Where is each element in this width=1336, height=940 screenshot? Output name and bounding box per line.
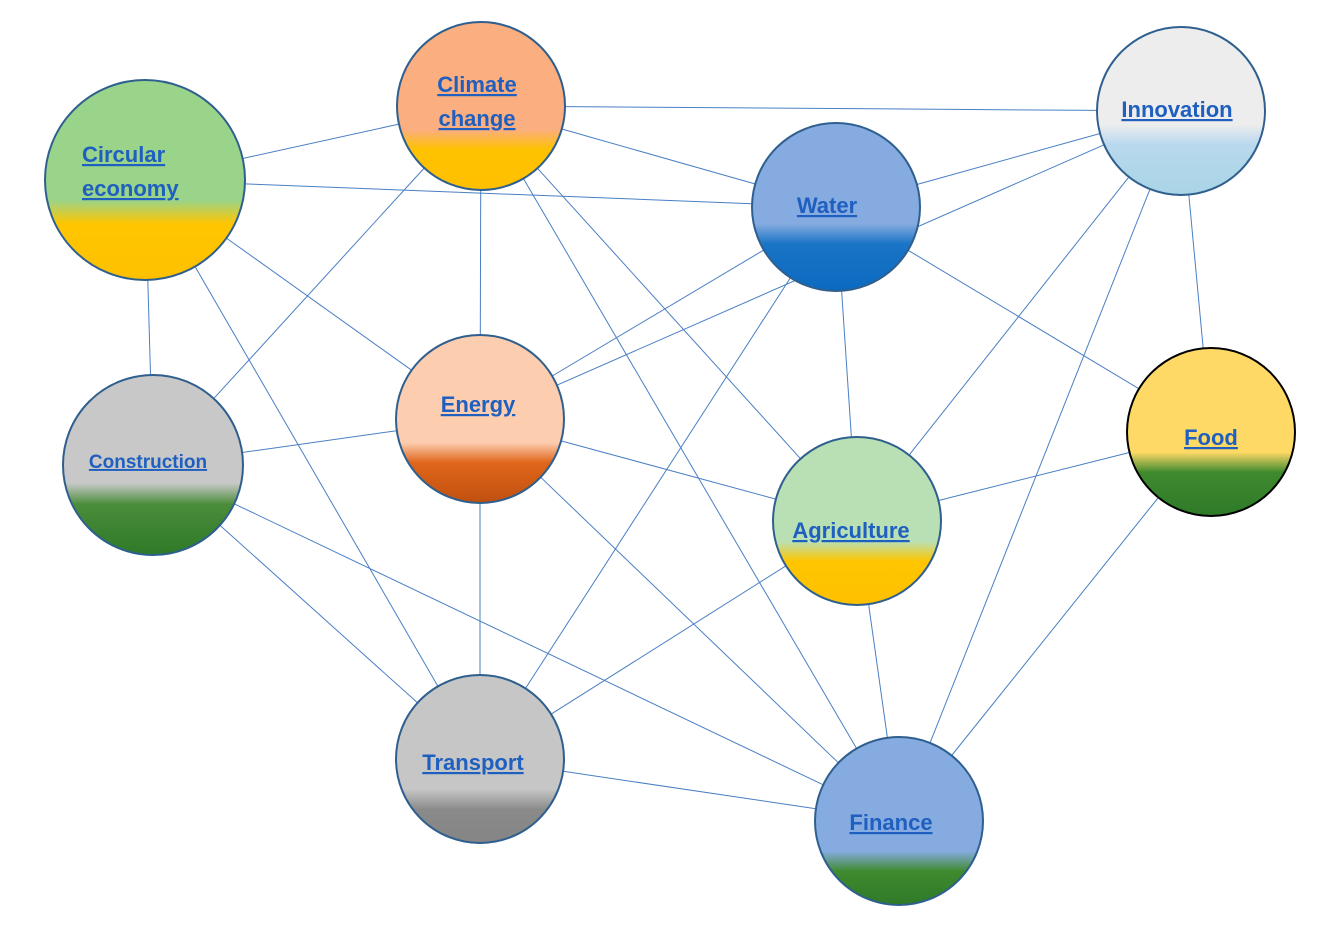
edge-energy-finance — [540, 476, 839, 764]
edge-layer — [147, 106, 1204, 810]
node-label-agriculture[interactable]: Agriculture — [792, 518, 909, 543]
node-label-climate[interactable]: change — [438, 106, 515, 131]
edge-energy-construction — [242, 430, 397, 453]
node-circle-innovation[interactable] — [1096, 26, 1266, 196]
node-construction[interactable]: Construction — [62, 374, 244, 556]
edge-transport-finance — [563, 770, 816, 810]
node-circular[interactable]: Circular economy — [44, 79, 246, 281]
edge-water-innovation — [916, 133, 1101, 185]
node-climate[interactable]: Climate change — [396, 21, 566, 191]
node-agriculture[interactable]: Agriculture — [772, 436, 942, 606]
edge-circular-transport — [194, 266, 439, 687]
node-circle-construction[interactable] — [62, 374, 244, 556]
node-circle-energy[interactable] — [395, 334, 565, 504]
edge-agriculture-finance — [868, 604, 888, 738]
edge-climate-innovation — [564, 106, 1098, 111]
edge-energy-agriculture — [560, 440, 777, 500]
node-label-energy[interactable]: Energy — [441, 392, 516, 417]
edge-climate-finance — [522, 178, 858, 749]
edge-construction-finance — [233, 503, 824, 786]
edge-innovation-agriculture — [908, 176, 1130, 456]
node-energy[interactable]: Energy — [395, 334, 565, 504]
edge-water-transport — [525, 277, 791, 689]
edge-water-agriculture — [841, 290, 852, 438]
node-transport[interactable]: Transport — [395, 674, 565, 844]
node-water[interactable]: Water — [751, 122, 921, 292]
node-finance[interactable]: Finance — [814, 736, 984, 906]
edge-innovation-finance — [929, 188, 1151, 744]
edge-construction-transport — [219, 524, 418, 704]
edge-climate-agriculture — [537, 167, 801, 460]
edge-agriculture-transport — [550, 565, 787, 715]
node-circle-agriculture[interactable] — [772, 436, 942, 606]
node-food[interactable]: Food — [1126, 347, 1296, 517]
edge-innovation-food — [1188, 194, 1204, 349]
node-label-water[interactable]: Water — [797, 193, 858, 218]
edge-water-energy — [551, 249, 765, 377]
edge-water-food — [907, 249, 1140, 390]
node-label-food[interactable]: Food — [1184, 425, 1238, 450]
node-label-innovation[interactable]: Innovation — [1121, 97, 1232, 122]
node-circle-climate[interactable] — [396, 21, 566, 191]
node-label-finance[interactable]: Finance — [849, 810, 932, 835]
node-circle-transport[interactable] — [395, 674, 565, 844]
node-circle-water[interactable] — [751, 122, 921, 292]
node-label-circular[interactable]: economy — [82, 176, 179, 201]
node-circle-finance[interactable] — [814, 736, 984, 906]
edge-food-finance — [951, 497, 1159, 756]
edge-climate-construction — [213, 167, 425, 399]
edge-circular-energy — [226, 237, 412, 371]
node-innovation[interactable]: Innovation — [1096, 26, 1266, 196]
edge-circular-water — [244, 183, 753, 205]
node-circle-circular[interactable] — [44, 79, 246, 281]
node-circle-food[interactable] — [1126, 347, 1296, 517]
node-label-construction[interactable]: Construction — [89, 452, 207, 473]
node-label-circular[interactable]: Circular — [82, 142, 166, 167]
edge-circular-construction — [147, 279, 151, 376]
node-label-transport[interactable]: Transport — [422, 750, 524, 775]
edge-agriculture-food — [938, 452, 1130, 501]
node-label-climate[interactable]: Climate — [437, 72, 516, 97]
edge-circular-climate — [242, 123, 400, 159]
edge-climate-water — [561, 128, 756, 185]
